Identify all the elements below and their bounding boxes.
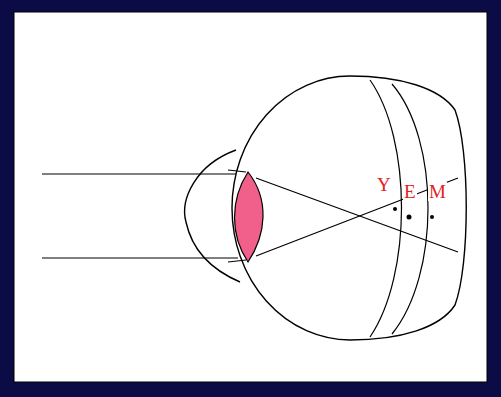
panel <box>14 12 487 382</box>
iris <box>228 260 246 262</box>
focus-label: Y <box>376 175 392 194</box>
light-ray <box>42 257 238 258</box>
retina-arc <box>392 84 428 334</box>
focus-label: M <box>428 182 447 201</box>
eyeball-outline <box>232 76 350 340</box>
iris <box>228 170 246 172</box>
focal-point <box>430 215 434 219</box>
cornea <box>185 150 240 282</box>
light-ray <box>42 173 236 174</box>
light-ray <box>256 178 458 252</box>
lens <box>235 172 264 262</box>
retina-arc <box>370 80 402 337</box>
light-ray <box>256 178 458 256</box>
focal-point <box>393 207 397 211</box>
focus-label: E <box>403 182 417 201</box>
focal-point <box>407 215 412 220</box>
eyeball-back <box>350 76 466 340</box>
